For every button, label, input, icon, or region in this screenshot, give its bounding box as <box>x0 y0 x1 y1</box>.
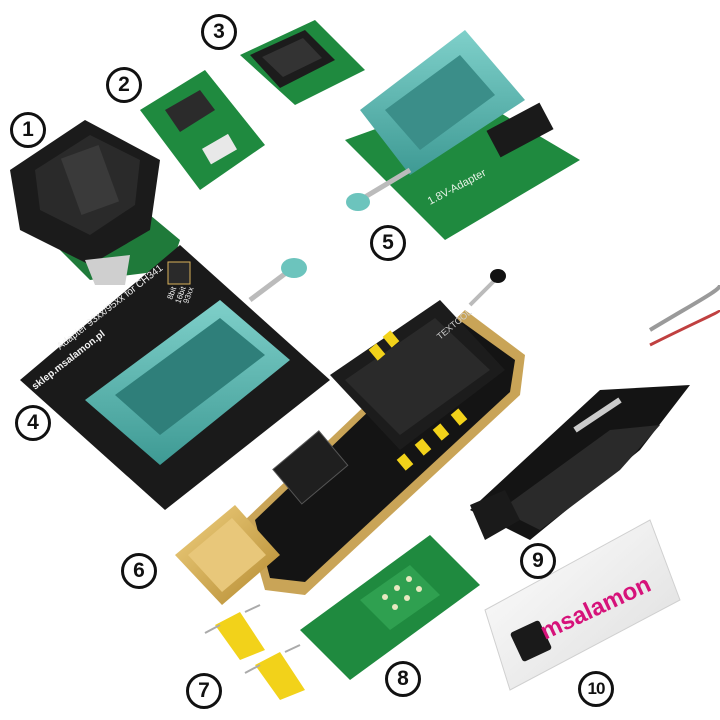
label-2: 2 <box>106 67 142 103</box>
label-3: 3 <box>201 14 237 50</box>
item-8-sop-breakout <box>300 535 480 680</box>
item-6-ch341a-programmer: TEXTOOL <box>175 269 525 605</box>
item-3-header-adapter <box>240 20 365 105</box>
item-2-green-adapter <box>140 70 265 190</box>
label-9: 9 <box>520 543 556 579</box>
item-5-1v8-adapter: 1.8V-Adapter <box>345 30 580 240</box>
item-9-soic-clip <box>470 284 720 540</box>
label-4: 4 <box>15 405 51 441</box>
label-6: 6 <box>121 553 157 589</box>
item-1-soic8-adapter <box>10 120 180 285</box>
label-7: 7 <box>186 673 222 709</box>
item-10-brand-sticker: msalamon <box>484 519 681 691</box>
label-5: 5 <box>370 225 406 261</box>
label-10: 10 <box>578 671 614 707</box>
label-8: 8 <box>385 661 421 697</box>
label-1: 1 <box>10 112 46 148</box>
item-7-pin-headers <box>204 604 305 700</box>
msalamon-logo-icon <box>510 620 552 662</box>
item-4-jumper-a: 8bit <box>165 285 178 301</box>
